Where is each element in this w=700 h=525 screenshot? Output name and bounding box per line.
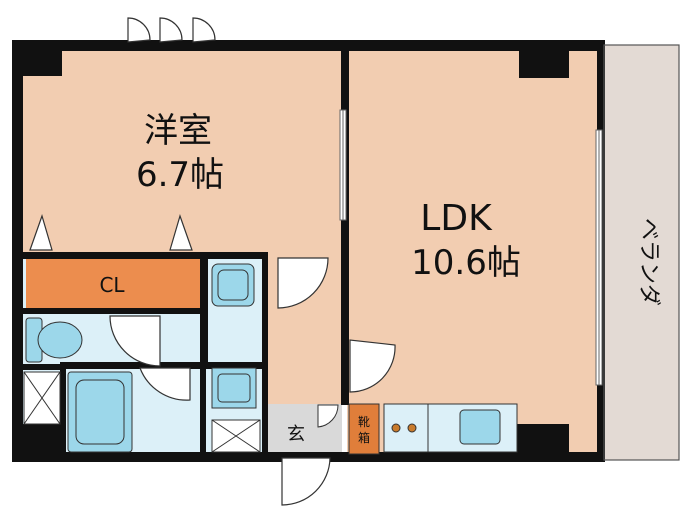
entrance-door xyxy=(281,457,331,506)
shoe-box-label-bottom: 箱 xyxy=(358,430,370,445)
ldk-name: LDK xyxy=(420,198,493,239)
western-room-size: 6.7帖 xyxy=(136,155,224,195)
ldk-floor xyxy=(347,50,602,455)
toilet xyxy=(25,317,83,363)
closet xyxy=(26,258,200,308)
closet-door-marks xyxy=(29,214,193,251)
balcony-outline xyxy=(603,44,680,461)
entrance-step-door xyxy=(317,404,339,428)
kitchen xyxy=(383,403,518,453)
entry-doors-top xyxy=(127,17,216,43)
washing-machine-space xyxy=(211,367,257,409)
balcony-label: ベランダ xyxy=(636,218,661,306)
washbasin xyxy=(211,263,255,307)
shoe-box xyxy=(348,403,380,455)
western-room-name: 洋室 xyxy=(144,111,212,151)
outer-walls xyxy=(12,40,605,462)
balcony-floor xyxy=(604,45,679,460)
shoe-box-label-top: 靴 xyxy=(358,415,370,429)
ldk-size: 10.6帖 xyxy=(411,243,521,283)
washroom-door xyxy=(109,315,191,401)
bathtub xyxy=(67,371,133,453)
entrance-label: 玄 xyxy=(287,424,305,445)
closet-label: CL xyxy=(99,273,125,297)
storage-boxes xyxy=(23,371,261,453)
interior-walls xyxy=(22,50,349,454)
windows xyxy=(339,109,603,386)
hallway-doors xyxy=(277,257,396,393)
